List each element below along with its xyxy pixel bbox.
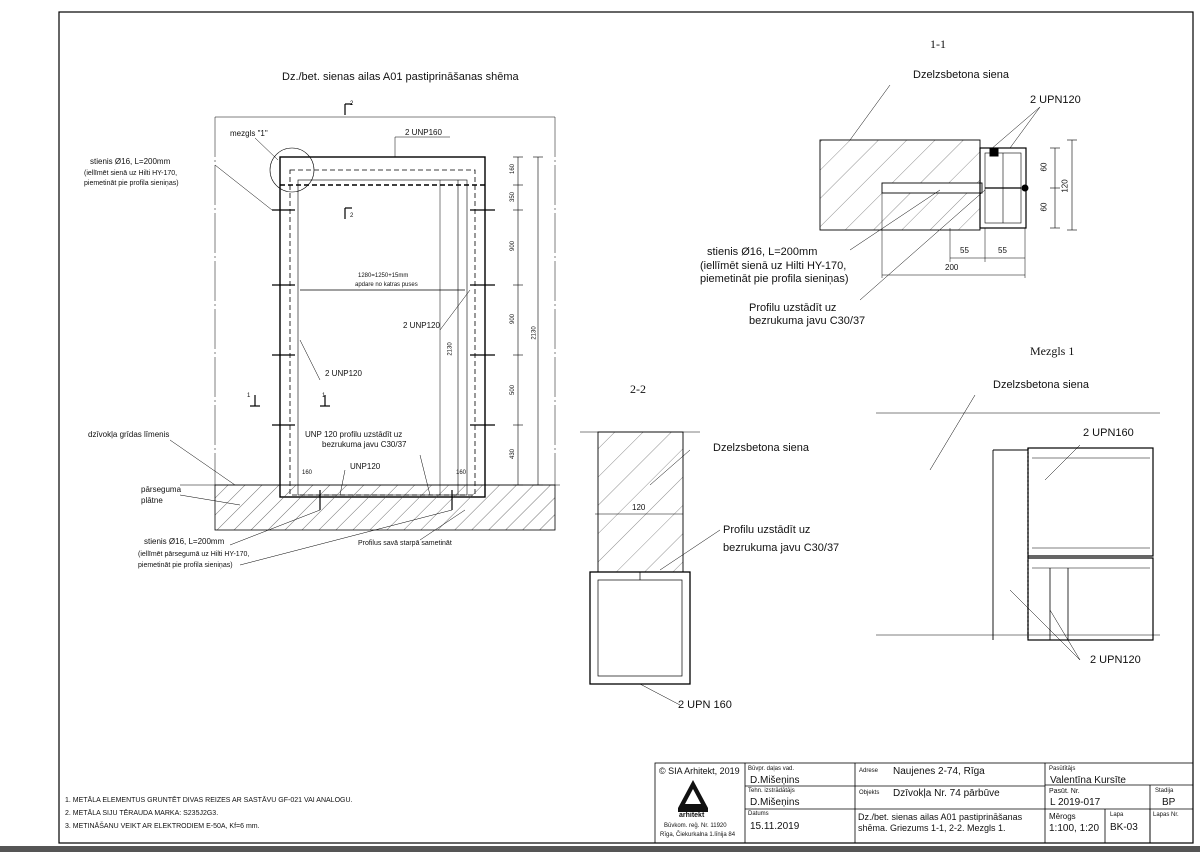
dim-2130: 2130 [531,326,538,340]
section-2-2-title: 2-2 [630,382,646,396]
tb-h-tehn: Tehn. izstrādātājs [748,788,795,794]
section-2-2-mortar-line1: Profilu uzstādīt uz [723,524,811,536]
rebar2-label-line1: stienis Ø16, L=200mm [144,537,225,546]
section-1-1-rebar-line1: stienis Ø16, L=200mm [707,246,818,258]
tb-h-datums: Datums [748,811,769,817]
node-1-title: Mezgls 1 [1030,344,1075,358]
tb-reg-line1: Būvkom. reģ. Nr. 11920 [664,823,727,829]
tb-desc-line2: shēma. Griezums 1-1, 2-2. Mezgls 1. [858,823,1006,833]
node-1-upn120-label: 2 UPN120 [1090,654,1141,666]
note-3: 3. METINĀŠANU VEIKT AR ELEKTRODIEM E-50A… [65,823,260,830]
tb-logo-text: arhitekt [679,812,705,819]
dim-120: 120 [1060,179,1070,193]
width-note-line2: apdare no katras puses [355,282,418,288]
tb-reg-line2: Rīga, Čiekurkalna 1.līnija 84 [660,832,736,838]
unp120-bottom-label: UNP120 [350,462,381,471]
node-label: mezgls "1" [230,129,268,138]
dim-60a: 60 [1039,162,1049,172]
section-2-2-view [580,431,721,706]
section-1-1-upn-label: 2 UPN120 [1030,94,1081,106]
title-block-grid [654,762,1194,844]
section-1-1-rebar-line3: piemetināt pie profila sieniņas) [700,273,849,285]
rebar-label-line3: piemetināt pie profila sieniņas) [84,180,179,187]
width-note-line1: 1280=1250+15mm [358,273,409,279]
tb-h-objekts: Objekts [859,790,880,796]
dim-200: 200 [945,263,959,272]
unp120-right-label: 2 UNP120 [403,321,440,330]
section-1-1-title: 1-1 [930,37,946,51]
node-1-wall-label: Dzelzsbetona siena [993,379,1090,391]
node-1-upn160-label: 2 UPN160 [1083,427,1134,439]
unp160-top-label: 2 UNP160 [405,128,442,137]
rebar-label-line2: (iellīmēt sienā uz Hilti HY-170, [84,170,178,177]
section-mark-1-left: 1 [247,393,251,399]
floor-level-label: dzīvokļa grīdas līmenis [88,430,170,439]
company-logo [676,778,710,812]
dim-160-bottom-right: 160 [456,470,467,476]
dim-430: 430 [510,448,517,460]
section-2-2-wall-label: Dzelzsbetona siena [713,442,810,454]
tb-h-adrese: Adrese [859,768,879,774]
rebar2-label-line2: (iellīmēt pārsegumā uz Hilti HY-170, [138,551,250,558]
section-mark-1-right: 1 [322,393,326,399]
weld-note: Profilus savā starpā sametināt [358,540,452,547]
section-2-2-dim-120: 120 [632,503,646,512]
node-1-view [876,394,1160,661]
tb-v-lapa: BK-03 [1110,822,1138,833]
tb-h-pasutitajs: Pasūtītājs [1049,766,1076,772]
section-1-1-wall-label: Dzelzsbetona siena [913,69,1010,81]
dim-160-bottom-left: 160 [302,470,313,476]
tb-h-buvpr: Būvpr. daļas vad. [748,766,795,772]
tb-v-buvpr: D.Mišeņins [750,775,800,786]
dim-2130-inner: 2130 [447,342,454,356]
tb-v-merogs: 1:100, 1:20 [1049,823,1100,834]
tb-h-lapa: Lapa [1110,812,1124,818]
dim-60b: 60 [1039,202,1049,212]
unp120-left-label: 2 UNP120 [325,369,362,378]
section-mark-2-bottom: 2 [350,213,354,219]
slab-label-line2: plātne [141,496,163,505]
sheet-frame [58,11,1194,844]
tb-v-stadija: BP [1162,797,1176,808]
dim-55a: 55 [960,246,969,255]
rebar-label-line1: stienis Ø16, L=200mm [90,157,171,166]
tb-v-pasut-nr: L 2019-017 [1050,797,1101,808]
section-2-2-mortar-line2: bezrukuma javu C30/37 [723,542,840,554]
main-title: Dz./bet. sienas ailas A01 pastiprināšana… [282,71,519,83]
tb-v-adrese: Naujenes 2-74, Rīga [893,766,985,777]
section-1-1-rebar-line2: (iellīmēt sienā uz Hilti HY-170, [700,260,847,272]
dim-55b: 55 [998,246,1007,255]
tb-v-pasutitajs: Valentīna Kursīte [1050,775,1126,786]
dim-900b: 900 [510,313,517,325]
tb-v-tehn: D.Mišeņins [750,797,800,808]
dim-350: 350 [510,191,517,203]
rebar2-label-line3: piemetināt pie profila sieniņas) [138,562,233,569]
tb-desc-line1: Dz./bet. sienas ailas A01 pastiprināšana… [858,812,1023,822]
tb-h-pasut-nr: Pasūt. Nr. [1049,788,1080,795]
note-2: 2. METĀLA SIJU TĒRAUDA MARKA: S235J2G3. [65,810,219,817]
slab-label-line1: pārseguma [141,485,182,494]
tb-h-lapas-nr: Lapas Nr. [1153,812,1179,818]
section-1-1-mortar-line2: bezrukuma javu C30/37 [749,315,866,327]
unp120-note-line1: UNP 120 profilu uzstādīt uz [305,430,403,439]
tb-h-merogs: Mērogs [1049,812,1076,821]
elevation-view [169,103,560,566]
dim-900a: 900 [510,240,517,252]
tb-v-objekts: Dzīvokļa Nr. 74 pārbūve [893,788,1000,799]
tb-h-stadija: Stadija [1155,788,1174,794]
section-mark-2-top: 2 [350,101,354,107]
tb-company: © SIA Arhitekt, 2019 [659,766,740,776]
page-bottom-shadow [0,846,1200,852]
dim-500: 500 [510,384,517,396]
dim-160-top: 160 [510,163,517,175]
tb-v-datums: 15.11.2019 [750,821,800,832]
section-1-1-mortar-line1: Profilu uzstādīt uz [749,302,837,314]
note-1: 1. METĀLA ELEMENTUS GRUNTĒT DIVAS REIZES… [65,797,353,804]
section-2-2-upn-label: 2 UPN 160 [678,699,732,711]
unp120-note-line2: bezrukuma javu C30/37 [322,440,407,449]
section-1-1-view [819,84,1077,301]
